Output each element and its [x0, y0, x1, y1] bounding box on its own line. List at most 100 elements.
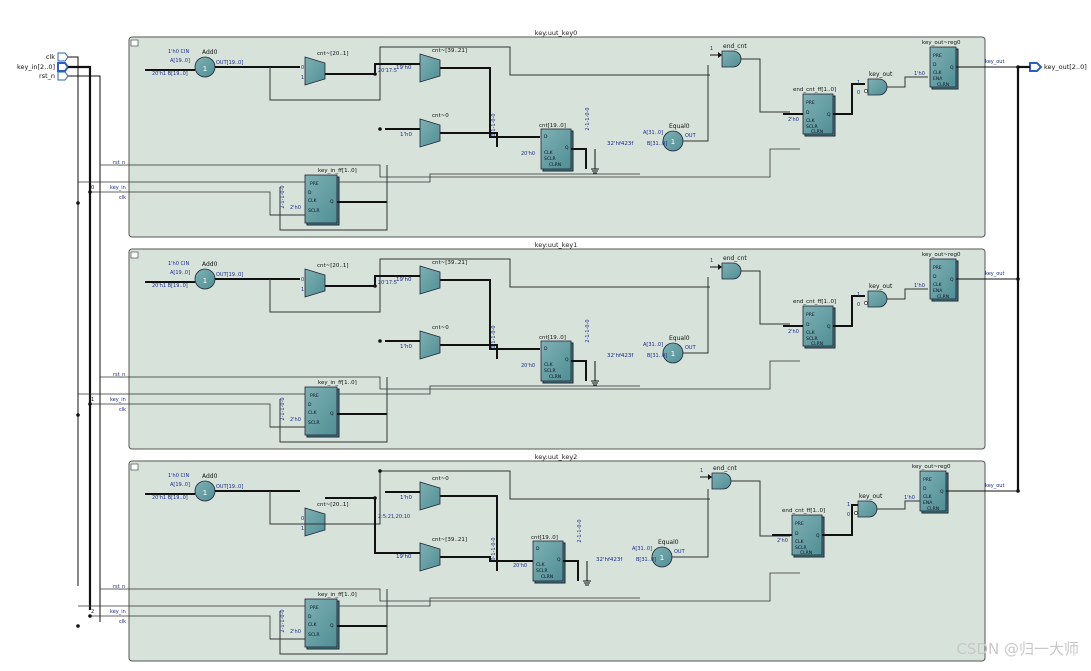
key-out-in1: 1	[847, 502, 850, 508]
junction-dot	[1016, 65, 1020, 69]
equal-a: A[31..0]	[643, 130, 663, 136]
cnt-d: D	[544, 134, 548, 140]
adder-out: OUT[19..0]	[216, 484, 243, 490]
end-sclr: SCLR	[795, 545, 807, 551]
end-q-wire	[833, 295, 865, 327]
bus2-label: 0-1-1-0-0	[491, 113, 497, 136]
kif-sclr: SCLR	[308, 208, 320, 214]
clk-feed	[78, 597, 640, 607]
equal-out: OUT	[685, 345, 697, 351]
cnt-loop	[269, 258, 710, 313]
kif-clk: CLK	[308, 410, 318, 416]
mux3-label: cnt~0	[432, 325, 449, 331]
end-cnt-in1: 1	[700, 468, 703, 474]
junction-dot	[378, 127, 382, 131]
junction-dot	[88, 402, 92, 406]
cnt-out	[571, 360, 587, 381]
mux3-const: 1'h0	[400, 495, 412, 501]
end-cnt-out	[741, 58, 790, 113]
key-out-port-label: key_out[2..0]	[1044, 63, 1087, 71]
adder-b: 20'h1 B[19..0]	[152, 495, 188, 501]
end-cnt-label: end_cnt	[723, 43, 747, 50]
key-out-and-gate	[867, 290, 888, 308]
mux2-const: 19'h0	[396, 65, 412, 71]
key-out-and-label: key_out	[869, 71, 893, 78]
equal-symbol: 1	[660, 554, 664, 562]
key-out-and-label: key_out	[859, 493, 883, 500]
kor-ena: ENA	[933, 76, 943, 82]
module-title: key:uut_key0	[535, 29, 578, 37]
end-cnt-and-gate	[721, 50, 742, 68]
mux-cnt-20-1	[304, 56, 326, 86]
adder-cin: 1'h0 CIN	[168, 473, 189, 479]
collapse-icon[interactable]	[130, 463, 139, 471]
bus3-label: 2-1-1-0-0	[585, 107, 591, 130]
adder-cin: 1'h0 CIN	[168, 49, 189, 55]
end-q: Q	[827, 112, 831, 118]
collapse-icon[interactable]	[130, 251, 139, 259]
clk-net	[68, 56, 79, 586]
kif-sclr: SCLR	[308, 632, 320, 638]
end-const: 2'h0	[788, 329, 799, 335]
kif-loop	[279, 389, 388, 443]
cnt-const: 20'h0	[513, 563, 527, 569]
mux1-label: cnt~[20..1]	[317, 263, 349, 269]
cnt-sclr: SCLR	[536, 568, 548, 574]
end-cnt-ff-register	[802, 305, 834, 347]
kif-pre: PRE	[310, 605, 319, 611]
end-d: D	[795, 531, 799, 537]
key-out-register	[919, 470, 947, 512]
mux-cnt-39-21	[419, 542, 441, 572]
mux1-to-mux2	[325, 63, 420, 75]
key-out-register	[929, 258, 957, 300]
cnt-clk: CLK	[544, 150, 554, 156]
end-cnt-and-gate	[721, 262, 742, 280]
net-keyin-label: key_in	[110, 609, 126, 615]
cnt-d: D	[544, 346, 548, 352]
kor-q: Q	[940, 489, 944, 495]
bus2-label: 0-1-1-0-0	[491, 537, 497, 560]
adder-cin: 1'h0 CIN	[168, 261, 189, 267]
key-out-and-gate	[857, 500, 878, 518]
cnt-sclr: SCLR	[544, 368, 556, 374]
kor-clk: CLK	[923, 494, 933, 500]
key-in-ff-label: key_in_ff[1..0]	[318, 380, 357, 386]
rst-feed	[100, 360, 800, 390]
rst-n-net	[68, 75, 101, 622]
cnt-sclr: SCLR	[544, 156, 556, 162]
end-cnt-label: end_cnt	[723, 255, 747, 262]
end-pre: PRE	[795, 521, 804, 527]
mux2-label: cnt~[39..21]	[432, 537, 467, 543]
kif-loop	[279, 177, 388, 231]
key-in-port	[57, 62, 70, 72]
end-clrn: CLRN	[811, 341, 823, 347]
adder-name: Add0	[202, 473, 218, 480]
kif-loop	[279, 601, 388, 655]
end-cnt-in1: 1	[710, 46, 713, 52]
kif-bus-label: 2-1-1-0-0	[280, 397, 286, 420]
rst-feed	[100, 572, 800, 602]
kor-d: D	[923, 486, 927, 492]
adder-symbol: 1	[203, 277, 207, 285]
mux1-to-mux2	[325, 275, 420, 287]
bus-index: 1	[91, 397, 94, 403]
key-out-register-label: key_out~reg0	[922, 40, 961, 46]
mux-cnt-0	[419, 118, 441, 148]
mux3-const: 1'h0	[400, 132, 412, 138]
adder-b: 20'h1 B[19..0]	[152, 71, 188, 77]
cnt-q: Q	[557, 557, 561, 563]
cnt-const: 20'h0	[521, 151, 535, 157]
key-out-and-out	[887, 288, 928, 300]
mux1-to-mux2	[325, 497, 420, 554]
end-cnt-in1: 1	[710, 258, 713, 264]
collapse-icon[interactable]	[130, 39, 139, 47]
bus2-label: 0-1-1-0-0	[491, 325, 497, 348]
net-keyout-label: key_out	[985, 483, 1004, 489]
kor-const: 1'h0	[914, 283, 925, 289]
mux-cnt-0	[419, 330, 441, 360]
net-rst-label: rst_n	[113, 584, 125, 590]
mux3-label: cnt~0	[432, 113, 449, 119]
junction-dot	[76, 201, 80, 205]
